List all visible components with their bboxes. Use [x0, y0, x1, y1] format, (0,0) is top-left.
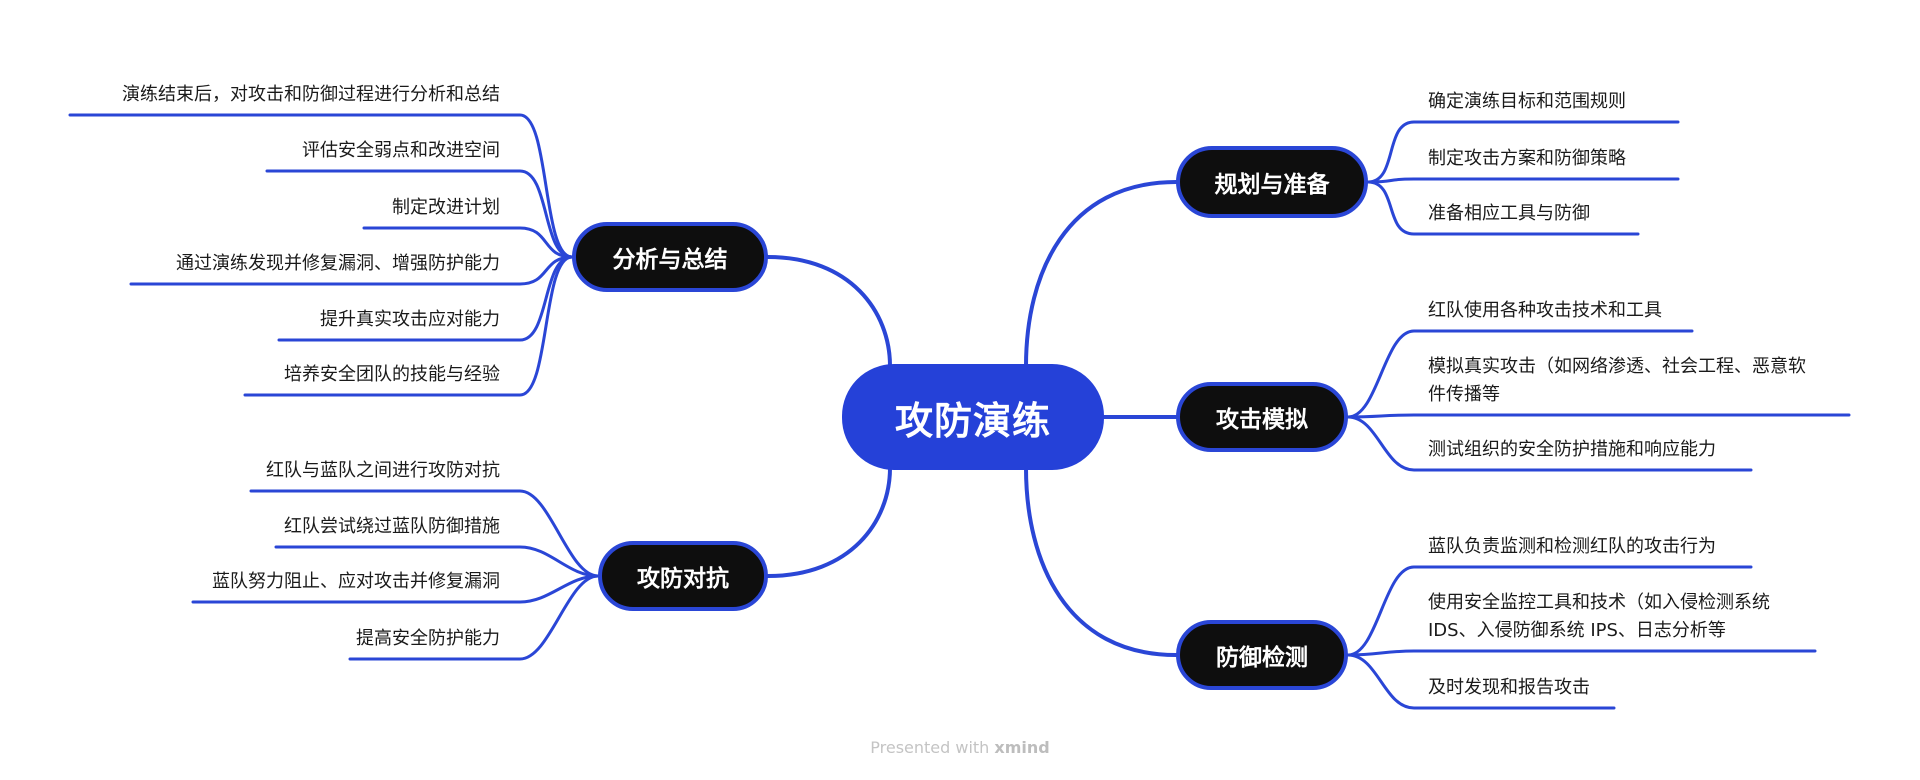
subtopic-attack-3[interactable]: 测试组织的安全防护措施和响应能力 [1428, 439, 1716, 460]
subtopic-defense-3[interactable]: 及时发现和报告攻击 [1428, 677, 1590, 698]
subtopic-summary-4-connector [129, 255, 574, 286]
xmind-brand: xmind [994, 738, 1050, 757]
subtopic-confront-1[interactable]: 红队与蓝队之间进行攻防对抗 [266, 460, 500, 481]
subtopic-summary-6-connector [243, 255, 574, 397]
subtopic-summary-6[interactable]: 培养安全团队的技能与经验 [284, 364, 500, 385]
subtopic-attack-2[interactable]: 模拟真实攻击（如网络渗透、社会工程、恶意软 件传播等 [1428, 356, 1806, 405]
branch-connector-summary [766, 255, 892, 368]
footer-watermark: Presented with xmind [0, 738, 1920, 757]
subtopic-confront-4-connector [348, 574, 600, 661]
subtopic-summary-3[interactable]: 制定改进计划 [392, 197, 500, 218]
subtopic-confront-2[interactable]: 红队尝试绕过蓝队防御措施 [284, 516, 500, 537]
subtopic-attack-1-connector [1346, 329, 1694, 419]
topic-defense[interactable]: 防御检测 [1176, 620, 1348, 690]
topic-plan[interactable]: 规划与准备 [1176, 146, 1368, 218]
topic-attack[interactable]: 攻击模拟 [1176, 382, 1348, 452]
subtopic-confront-3[interactable]: 蓝队努力阻止、应对攻击并修复漏洞 [212, 571, 500, 592]
subtopic-summary-5[interactable]: 提升真实攻击应对能力 [320, 309, 500, 330]
subtopic-confront-4[interactable]: 提高安全防护能力 [356, 628, 500, 649]
topic-confront[interactable]: 攻防对抗 [598, 541, 768, 611]
subtopic-summary-4[interactable]: 通过演练发现并修复漏洞、增强防护能力 [176, 253, 500, 274]
root-topic[interactable]: 攻防演练 [842, 364, 1104, 470]
subtopic-attack-1[interactable]: 红队使用各种攻击技术和工具 [1428, 300, 1662, 321]
subtopic-summary-2[interactable]: 评估安全弱点和改进空间 [302, 140, 500, 161]
subtopic-summary-2-connector [265, 169, 574, 259]
subtopic-confront-3-connector [191, 574, 600, 604]
subtopic-defense-1[interactable]: 蓝队负责监测和检测红队的攻击行为 [1428, 536, 1716, 557]
subtopic-plan-1-connector [1366, 120, 1680, 184]
subtopic-defense-3-connector [1346, 653, 1616, 710]
subtopic-attack-3-connector [1346, 415, 1753, 472]
subtopic-summary-3-connector [362, 226, 574, 259]
topic-summary[interactable]: 分析与总结 [572, 222, 768, 292]
subtopic-confront-1-connector [249, 489, 600, 578]
subtopic-defense-2-connector [1346, 649, 1817, 657]
subtopic-plan-3[interactable]: 准备相应工具与防御 [1428, 203, 1590, 224]
subtopic-summary-1[interactable]: 演练结束后，对攻击和防御过程进行分析和总结 [122, 84, 500, 105]
subtopic-summary-1-connector [68, 113, 574, 259]
subtopic-defense-2[interactable]: 使用安全监控工具和技术（如入侵检测系统 IDS、入侵防御系统 IPS、日志分析等 [1428, 592, 1770, 641]
subtopic-plan-2[interactable]: 制定攻击方案和防御策略 [1428, 148, 1626, 169]
subtopic-plan-2-connector [1366, 177, 1680, 184]
subtopic-plan-1[interactable]: 确定演练目标和范围规则 [1428, 91, 1626, 112]
branch-connector-defense [1024, 466, 1178, 657]
subtopic-plan-3-connector [1366, 180, 1640, 236]
branch-connector-confront [766, 466, 892, 578]
subtopic-defense-1-connector [1346, 565, 1753, 657]
branch-connector-plan [1024, 180, 1178, 368]
footer-prefix: Presented with [870, 738, 995, 757]
subtopic-confront-2-connector [274, 545, 600, 578]
subtopic-attack-2-connector [1346, 413, 1851, 419]
